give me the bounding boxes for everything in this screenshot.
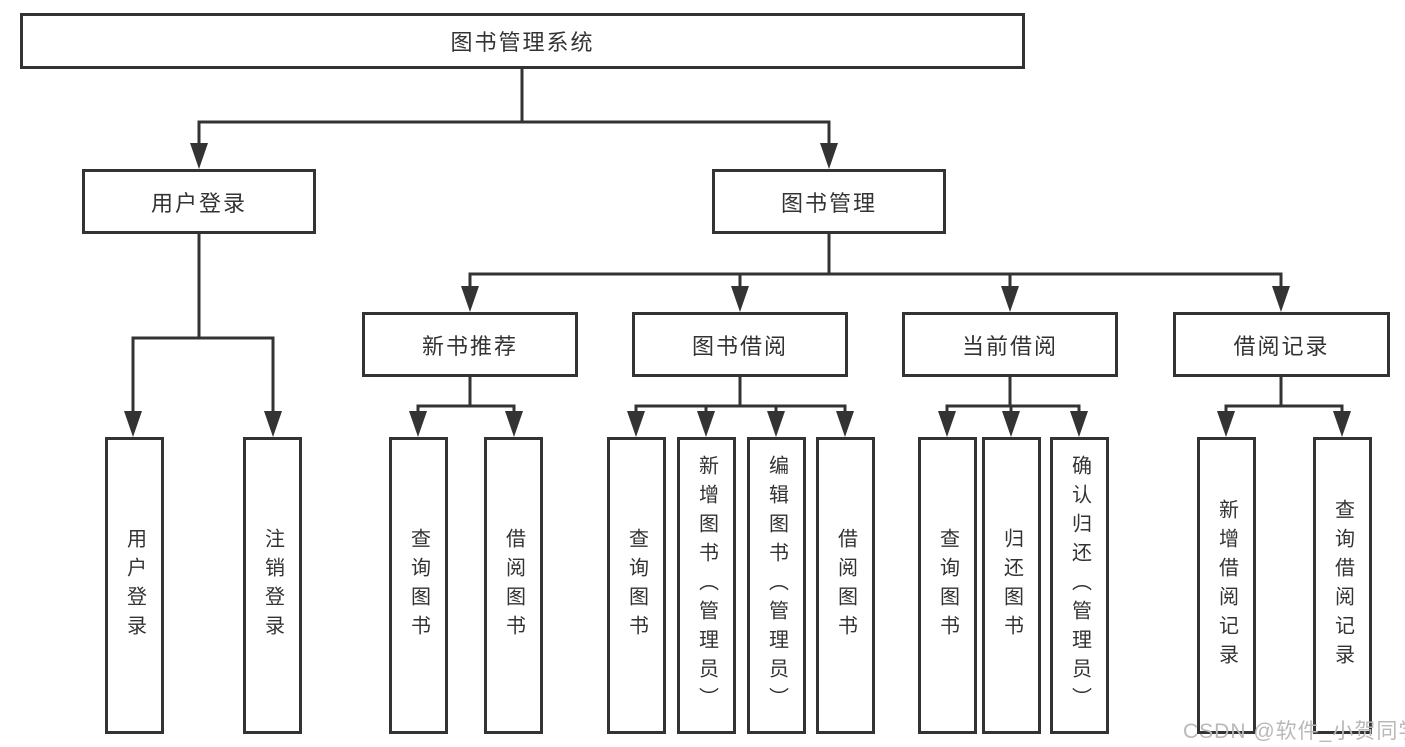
leaf-query-borrow-record: 查询借阅记录	[1313, 437, 1372, 734]
leaf-add-book-admin: 新增图书（管理员）	[677, 437, 736, 734]
arrowheads	[124, 143, 1351, 437]
leaf-user-login: 用户登录	[105, 437, 164, 734]
node-book-borrowing: 图书借阅	[632, 312, 848, 377]
csdn-watermark: CSDN @软件_小贺同学	[1183, 720, 1405, 743]
leaf-add-borrow-record: 新增借阅记录	[1197, 437, 1256, 734]
leaf-query-books-current: 查询图书	[918, 437, 977, 734]
leaf-query-books-borrowing: 查询图书	[607, 437, 666, 734]
leaf-return-book: 归还图书	[982, 437, 1041, 734]
node-new-book-recommendation: 新书推荐	[362, 312, 578, 377]
node-user-login: 用户登录	[82, 169, 316, 234]
leaf-query-books-recommend: 查询图书	[389, 437, 448, 734]
leaf-edit-book-admin: 编辑图书（管理员）	[747, 437, 806, 734]
leaf-confirm-return-admin: 确认归还（管理员）	[1050, 437, 1109, 734]
node-book-management: 图书管理	[712, 169, 946, 234]
node-borrowing-records: 借阅记录	[1173, 312, 1390, 377]
leaf-borrow-books-recommend: 借阅图书	[484, 437, 543, 734]
node-library-management-system: 图书管理系统	[20, 13, 1025, 69]
leaf-borrow-books-borrowing: 借阅图书	[816, 437, 875, 734]
leaf-logout: 注销登录	[243, 437, 302, 734]
node-current-borrowing: 当前借阅	[902, 312, 1118, 377]
